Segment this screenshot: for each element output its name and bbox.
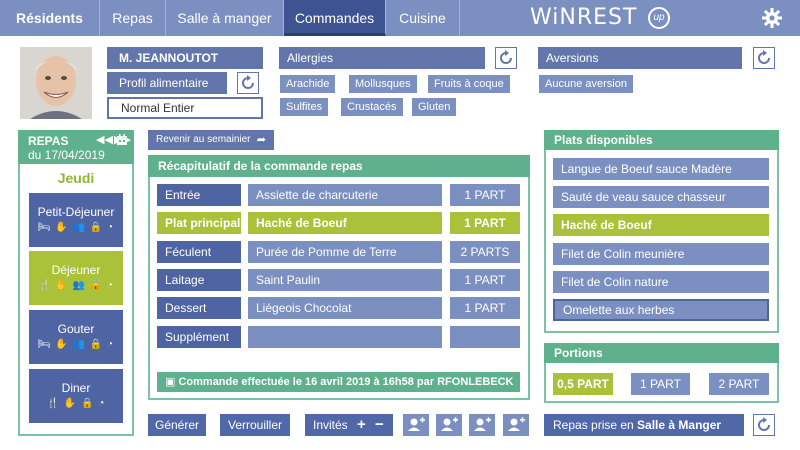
- brand-logo: WiNREST: [530, 5, 638, 30]
- add-person-icon: [474, 417, 491, 431]
- add-person-button[interactable]: [503, 414, 529, 436]
- add-person-icon: [441, 417, 458, 431]
- tab-salle-a-manger[interactable]: Salle à manger: [166, 0, 284, 36]
- tab-residents[interactable]: Résidents: [0, 0, 100, 36]
- dish-option[interactable]: Sauté de veau sauce chasseur: [553, 186, 769, 208]
- meal-label: Gouter: [57, 322, 95, 336]
- meal-diner[interactable]: Diner 🍴 ✋ 🔒 ◔: [29, 369, 123, 423]
- refresh-icon[interactable]: [495, 47, 517, 69]
- recap-qty[interactable]: 1 PART: [450, 297, 520, 319]
- dish-option[interactable]: Haché de Boeuf: [553, 214, 769, 236]
- portions-title: Portions: [544, 343, 779, 363]
- allergy-tag: Sulfites: [280, 98, 329, 116]
- aversion-tag: Aucune aversion: [539, 75, 633, 93]
- order-status-text: Commande effectuée le 16 avril 2019 à 16…: [178, 376, 514, 388]
- meal-label: Déjeuner: [51, 263, 101, 277]
- dish-option[interactable]: Filet de Colin meunière: [553, 243, 769, 265]
- invites-plus-button[interactable]: +: [357, 416, 366, 433]
- repas-prise-place: Salle à Manger: [637, 418, 722, 432]
- recap-qty[interactable]: 1 PART: [450, 269, 520, 291]
- repas-title: REPAS: [28, 134, 69, 148]
- recap-qty[interactable]: 1 PART: [450, 212, 520, 234]
- meal-gouter[interactable]: Gouter 🛏 ✋ 👥 🔒 ◔: [29, 310, 123, 364]
- resident-photo: [20, 47, 92, 119]
- allergies-header: Allergies: [279, 47, 485, 69]
- recap-category: Plat principal: [157, 212, 241, 234]
- meal-petit-dejeuner[interactable]: Petit-Déjeuner 🛏 ✋ 👥 🔒 ◔: [29, 193, 123, 247]
- dish-option[interactable]: Omelette aux herbes: [553, 299, 769, 321]
- order-status-banner: ▣ Commande effectuée le 16 avril 2019 à …: [157, 372, 520, 392]
- add-person-icon: [408, 417, 425, 431]
- portion-option[interactable]: 1 PART: [631, 373, 690, 395]
- invites-label: Invités: [313, 418, 348, 432]
- dish-option[interactable]: Langue de Boeuf sauce Madère: [553, 158, 769, 180]
- profil-alimentaire-button[interactable]: Profil alimentaire: [107, 72, 227, 94]
- recap-qty[interactable]: 2 PARTS: [450, 241, 520, 263]
- day-label: Jeudi: [57, 170, 95, 186]
- meal-status-icons: 🛏 ✋ 👥 🔒 ◔: [37, 222, 115, 233]
- allergy-tag: Mollusques: [349, 75, 417, 93]
- recap-dish[interactable]: Saint Paulin: [248, 269, 442, 291]
- invites-minus-button[interactable]: −: [375, 416, 384, 433]
- revenir-semainier-button[interactable]: Revenir au semainier ➦: [148, 130, 274, 150]
- verrouiller-button[interactable]: Verrouiller: [220, 414, 290, 436]
- order-icon: ▣: [165, 376, 176, 388]
- tab-repas[interactable]: Repas: [100, 0, 166, 36]
- resident-name: M. JEANNOUTOT André: [107, 47, 263, 87]
- plats-title: Plats disponibles: [544, 130, 779, 150]
- recap-dish[interactable]: Purée de Pomme de Terre: [248, 241, 442, 263]
- brand-mark: up: [648, 7, 670, 29]
- add-person-button[interactable]: [403, 414, 429, 436]
- recap-dish[interactable]: Assiette de charcuterie: [248, 184, 442, 206]
- generer-button[interactable]: Générer: [148, 414, 206, 436]
- recap-dish[interactable]: [248, 326, 442, 348]
- repas-date: du 17/04/2019: [28, 148, 105, 162]
- meal-label: Diner: [61, 381, 91, 395]
- arrow-right-icon: ➦: [256, 134, 266, 146]
- refresh-icon[interactable]: [237, 72, 259, 94]
- repas-prise-prefix: Repas prise en: [553, 418, 638, 432]
- recap-category: Féculent: [157, 241, 241, 263]
- recap-category: Dessert: [157, 297, 241, 319]
- aversions-header: Aversions: [538, 47, 742, 69]
- recap-category: Entrée: [157, 184, 241, 206]
- repas-prise-button[interactable]: Repas prise en Salle à Manger: [544, 414, 744, 436]
- meal-label: Petit-Déjeuner: [37, 205, 115, 219]
- meal-status-icons: 🍴 ✋ 👥 🔒 ◔: [38, 280, 114, 291]
- portion-option[interactable]: 2 PART: [709, 373, 769, 395]
- meal-status-icons: 🛏 ✋ 👥 🔒 ◔: [37, 339, 115, 350]
- allergy-tag: Crustacés: [341, 98, 403, 116]
- add-person-icon: [508, 417, 525, 431]
- revenir-label: Revenir au semainier: [156, 134, 251, 145]
- previous-week-icon[interactable]: ◀◀: [96, 134, 113, 146]
- tab-cuisine[interactable]: Cuisine: [386, 0, 460, 36]
- meal-status-icons: 🍴 ✋ 🔒 ◔: [46, 398, 106, 409]
- refresh-icon[interactable]: [753, 47, 775, 69]
- portion-option[interactable]: 0,5 PART: [553, 373, 613, 395]
- recap-dish[interactable]: Liégeois Chocolat: [248, 297, 442, 319]
- top-navigation: Résidents Repas Salle à manger Commandes…: [0, 0, 800, 36]
- recap-qty[interactable]: 1 PART: [450, 184, 520, 206]
- allergy-tag: Arachide: [280, 75, 336, 93]
- add-person-button[interactable]: [436, 414, 462, 436]
- gear-icon[interactable]: [760, 6, 784, 30]
- meal-dejeuner[interactable]: Déjeuner 🍴 ✋ 👥 🔒 ◔: [29, 251, 123, 305]
- recap-title: Récapitulatif de la commande repas: [148, 155, 530, 177]
- add-person-button[interactable]: [469, 414, 495, 436]
- tab-commandes[interactable]: Commandes: [284, 0, 386, 36]
- recap-category: Laitage: [157, 269, 241, 291]
- invites-control: Invités + −: [305, 414, 393, 436]
- diet-field[interactable]: Normal Entier: [107, 97, 263, 119]
- dish-option[interactable]: Filet de Colin nature: [553, 271, 769, 293]
- allergy-tag: Fruits à coque: [428, 75, 510, 93]
- allergy-tag: Gluten: [412, 98, 457, 116]
- refresh-icon[interactable]: [753, 414, 775, 436]
- calendar-icon[interactable]: [116, 134, 128, 146]
- recap-category: Supplément: [157, 326, 241, 348]
- recap-qty[interactable]: [450, 326, 520, 348]
- recap-dish[interactable]: Haché de Boeuf: [248, 212, 442, 234]
